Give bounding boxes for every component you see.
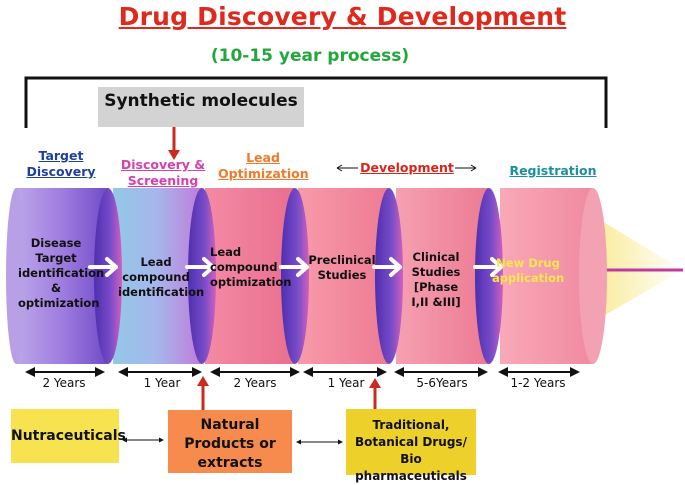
- duration-lead: 2 Years: [233, 376, 277, 390]
- duration-registration: 1-2 Years: [510, 376, 566, 390]
- page-title: Drug Discovery & Development: [118, 2, 567, 31]
- nutraceuticals-box: Nutraceuticals: [11, 409, 126, 463]
- cylinder-new-drug-application: New Drug application: [492, 256, 565, 285]
- cylinder-target-identification: Disease Target identification & optimiza…: [18, 236, 105, 310]
- stage-discovery-screening: Discovery & Screening: [120, 157, 206, 188]
- stage-registration: Registration: [509, 163, 597, 178]
- stage-development: Development: [360, 160, 454, 175]
- duration-discovery: 1 Year: [143, 376, 181, 390]
- cylinder-lead-optimization: Lead compound optimization: [210, 245, 292, 289]
- cylinder-clinical-studies: Clinical Studies [Phase I,II &III]: [411, 250, 461, 309]
- duration-preclinical: 1 Year: [327, 376, 365, 390]
- traditional-drugs-box: Traditional, Botanical Drugs/ Bio pharma…: [346, 409, 476, 483]
- synthetic-molecules-box: Synthetic molecules: [98, 87, 304, 127]
- cylinder-preclinical-studies: Preclinical Studies: [308, 253, 376, 282]
- natural-products-box: Natural Products or extracts: [168, 410, 292, 473]
- stage-target-discovery: Target Discovery: [26, 148, 96, 179]
- page-subtitle: (10-15 year process): [210, 46, 410, 66]
- cylinder-lead-identification: Lead compound identification: [118, 255, 205, 299]
- duration-target: 2 Years: [42, 376, 86, 390]
- stage-lead-optimization: Lead Optimization: [218, 150, 309, 181]
- duration-clinical: 5-6Years: [416, 376, 468, 390]
